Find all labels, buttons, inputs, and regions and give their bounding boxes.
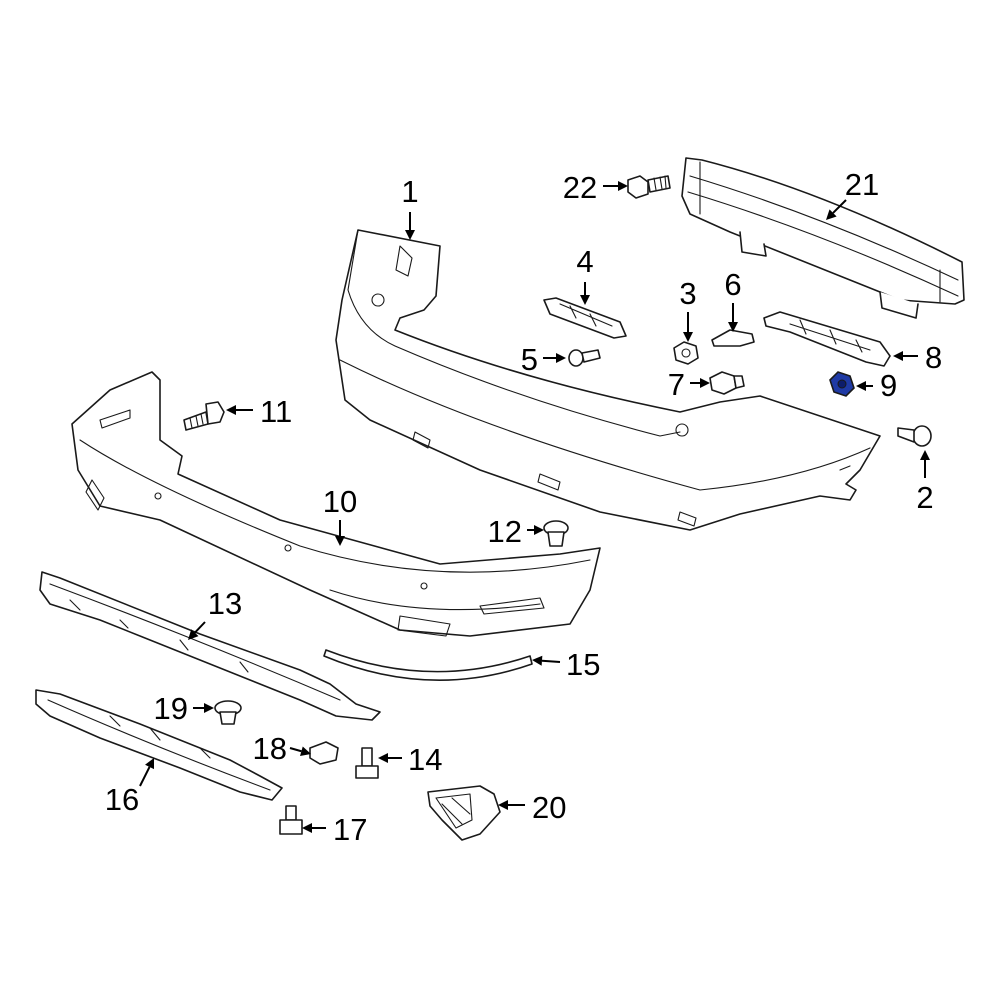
callout-label: 12 bbox=[488, 514, 522, 549]
part-21-reinforcement-beam[interactable] bbox=[681, 157, 965, 319]
callout-4[interactable]: 4 bbox=[576, 244, 594, 305]
callout-11[interactable]: 11 bbox=[226, 394, 292, 429]
part-2-screw[interactable] bbox=[897, 425, 932, 447]
callout-label: 5 bbox=[521, 342, 538, 377]
callout-arrowhead-icon bbox=[856, 381, 866, 391]
callout-arrow-line bbox=[194, 621, 206, 634]
callout-arrowhead-icon bbox=[534, 525, 544, 535]
callout-16[interactable]: 16 bbox=[105, 758, 154, 817]
part-11-bolt[interactable] bbox=[183, 401, 225, 431]
part-13-diffuser[interactable] bbox=[39, 571, 381, 721]
part-15-strip[interactable] bbox=[323, 649, 533, 681]
callout-8[interactable]: 8 bbox=[893, 340, 942, 375]
part-17-bolt[interactable] bbox=[279, 805, 303, 835]
part-6-clip[interactable] bbox=[711, 329, 755, 347]
callout-arrowhead-icon bbox=[556, 353, 566, 363]
callout-18[interactable]: 18 bbox=[253, 731, 311, 766]
part-10-lower-bumper[interactable] bbox=[71, 371, 601, 637]
part-22-bolt[interactable] bbox=[627, 175, 671, 199]
callout-arrowhead-icon bbox=[700, 378, 710, 388]
part-14-bolt[interactable] bbox=[355, 747, 379, 779]
callout-12[interactable]: 12 bbox=[488, 514, 544, 549]
callout-arrow-line bbox=[139, 766, 151, 787]
callout-17[interactable]: 17 bbox=[302, 812, 367, 847]
callout-arrowhead-icon bbox=[204, 703, 214, 713]
callout-label: 6 bbox=[724, 267, 741, 302]
part-5-screw[interactable] bbox=[568, 349, 601, 367]
part-12-clip[interactable] bbox=[543, 520, 569, 547]
part-4-bracket[interactable] bbox=[543, 297, 627, 339]
callout-label: 15 bbox=[566, 647, 600, 682]
callout-arrowhead-icon bbox=[728, 322, 738, 332]
part-3-nut[interactable] bbox=[673, 341, 699, 365]
callout-label: 8 bbox=[925, 340, 942, 375]
callout-arrowhead-icon bbox=[300, 746, 311, 757]
callout-label: 9 bbox=[880, 368, 897, 403]
callout-arrowhead-icon bbox=[893, 351, 903, 361]
part-7-bolt[interactable] bbox=[709, 371, 745, 395]
part-18-nut[interactable] bbox=[309, 741, 339, 765]
callout-6[interactable]: 6 bbox=[724, 267, 742, 332]
callout-arrowhead-icon bbox=[498, 800, 508, 810]
callout-label: 2 bbox=[916, 480, 933, 515]
callout-arrowhead-icon bbox=[618, 181, 628, 191]
callout-label: 17 bbox=[333, 812, 367, 847]
callout-label: 7 bbox=[668, 367, 685, 402]
part-1-bumper-cover[interactable] bbox=[335, 229, 881, 531]
callout-21[interactable]: 21 bbox=[826, 167, 879, 220]
callout-13[interactable]: 13 bbox=[188, 586, 242, 640]
callout-label: 3 bbox=[679, 276, 696, 311]
callout-arrowhead-icon bbox=[920, 450, 930, 460]
callout-label: 14 bbox=[408, 742, 442, 777]
callout-label: 13 bbox=[208, 586, 242, 621]
callout-arrowhead-icon bbox=[188, 629, 199, 640]
part-8-bracket[interactable] bbox=[763, 311, 891, 367]
callout-arrowhead-icon bbox=[405, 230, 415, 240]
callout-label: 11 bbox=[260, 394, 292, 429]
callout-14[interactable]: 14 bbox=[378, 742, 442, 777]
callout-1[interactable]: 1 bbox=[401, 174, 419, 240]
callout-5[interactable]: 5 bbox=[521, 342, 566, 377]
callout-arrowhead-icon bbox=[580, 295, 590, 305]
callout-arrow-line bbox=[289, 747, 302, 753]
callout-label: 16 bbox=[105, 782, 139, 817]
callout-arrowhead-icon bbox=[683, 332, 693, 342]
callout-arrowhead-icon bbox=[826, 209, 837, 220]
callout-label: 21 bbox=[845, 167, 879, 202]
callout-label: 20 bbox=[532, 790, 566, 825]
callout-20[interactable]: 20 bbox=[498, 790, 566, 825]
callout-arrowhead-icon bbox=[302, 823, 312, 833]
callout-label: 22 bbox=[563, 170, 597, 205]
callout-7[interactable]: 7 bbox=[668, 367, 710, 402]
callout-arrowhead-icon bbox=[532, 655, 543, 666]
callout-22[interactable]: 22 bbox=[563, 170, 628, 205]
callout-arrow-line bbox=[541, 659, 561, 663]
callout-label: 4 bbox=[576, 244, 593, 279]
callout-arrowhead-icon bbox=[226, 405, 236, 415]
callout-15[interactable]: 15 bbox=[532, 647, 600, 682]
callout-19[interactable]: 19 bbox=[154, 691, 214, 726]
callout-label: 10 bbox=[323, 484, 357, 519]
callout-9[interactable]: 9 bbox=[856, 368, 897, 403]
callout-arrowhead-icon bbox=[335, 536, 345, 546]
part-9-clip[interactable] bbox=[829, 371, 855, 397]
callout-2[interactable]: 2 bbox=[916, 450, 934, 515]
callout-arrowhead-icon bbox=[145, 758, 154, 770]
callout-label: 18 bbox=[253, 731, 287, 766]
callout-arrow-line bbox=[832, 199, 847, 214]
callout-3[interactable]: 3 bbox=[679, 276, 697, 342]
callout-label: 1 bbox=[401, 174, 418, 209]
part-16-skid-plate[interactable] bbox=[35, 689, 283, 801]
part-20-reflector[interactable] bbox=[427, 785, 501, 841]
callout-10[interactable]: 10 bbox=[323, 484, 357, 546]
part-19-clip[interactable] bbox=[214, 700, 242, 725]
callout-arrowhead-icon bbox=[378, 753, 388, 763]
callout-label: 19 bbox=[154, 691, 188, 726]
